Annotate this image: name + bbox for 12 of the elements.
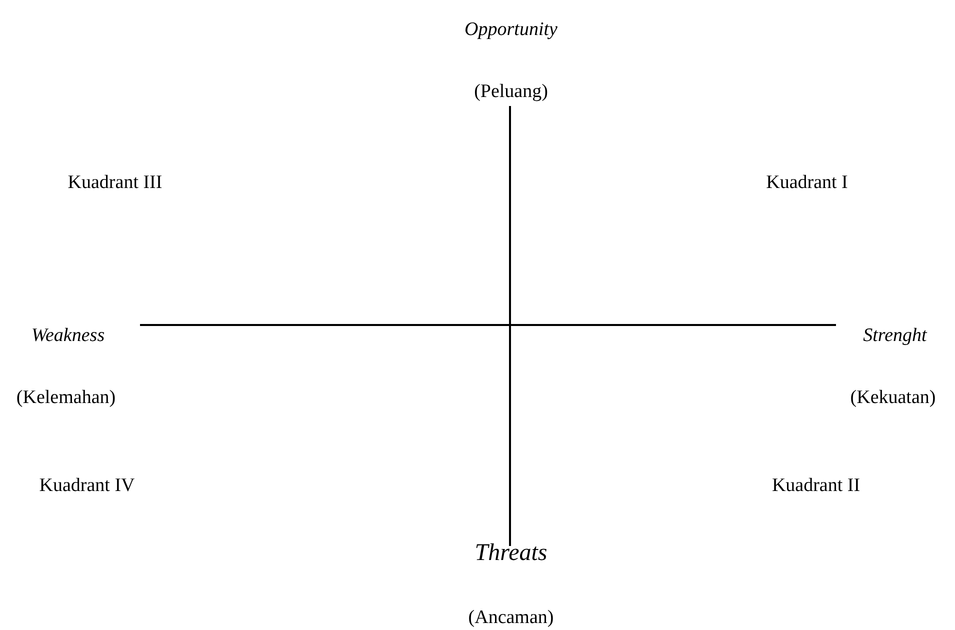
quadrant-label: Kuadrant IV [39, 475, 135, 497]
axis-label: Threats [474, 540, 548, 568]
axis-label: (Peluang) [474, 81, 548, 103]
axis-label: Opportunity [464, 19, 558, 41]
quadrant-label: Kuadrant I [766, 172, 848, 194]
axis-label: (Kekuatan) [850, 387, 936, 409]
quadrant-label: Kuadrant III [68, 172, 162, 194]
quadrant-label: Kuadrant II [772, 475, 860, 497]
axis-label: (Ancaman) [468, 607, 554, 629]
axis-label: (Kelemahan) [16, 387, 116, 409]
axis-label: Weakness [31, 325, 105, 347]
axis-label: Strenght [863, 325, 927, 347]
